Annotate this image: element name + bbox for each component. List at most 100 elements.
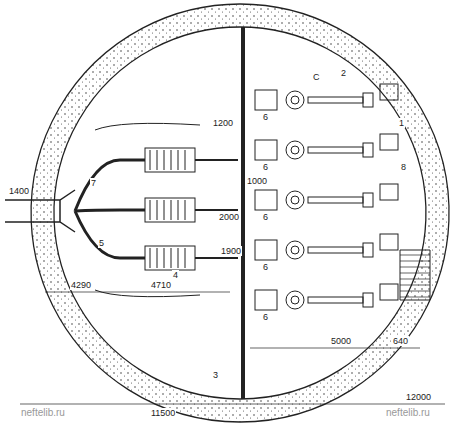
valve (255, 190, 277, 210)
dimension-text: 4290 (70, 280, 92, 290)
pump-ribs (164, 150, 165, 170)
pump-ribs (178, 200, 179, 220)
callout-number: 7 (90, 178, 97, 188)
pump-unit (291, 296, 299, 304)
stair-step (400, 261, 430, 262)
dimension-text: 4710 (150, 280, 172, 290)
pump-ribs (157, 200, 158, 220)
callout-number: 6 (262, 112, 269, 122)
dimension-text: 5000 (330, 336, 352, 346)
motor (363, 93, 373, 107)
motor (363, 193, 373, 207)
valve (255, 90, 277, 110)
panel (380, 184, 398, 200)
pump-ribs (178, 150, 179, 170)
pump-ribs (178, 248, 179, 268)
callout-number: 6 (262, 262, 269, 272)
dimension-text: 640 (392, 336, 409, 346)
pump-unit (145, 246, 195, 270)
callout-number: С (312, 72, 321, 82)
dimension-text: 12000 (405, 392, 432, 402)
inlet-pipe (5, 190, 75, 232)
pump-ribs (150, 200, 151, 220)
pump-unit (286, 291, 304, 309)
stair-step (400, 291, 430, 292)
outline-pipe (95, 123, 200, 296)
callout-number: 6 (262, 162, 269, 172)
stair-step (400, 255, 430, 256)
pump-ribs (171, 248, 172, 268)
motor (363, 243, 373, 257)
stair-step (400, 279, 430, 280)
callout-number: 3 (212, 370, 219, 380)
stair (400, 250, 430, 300)
shaft (308, 97, 363, 103)
motor (363, 293, 373, 307)
shaft (308, 147, 363, 153)
dimension-line (20, 404, 445, 405)
dimension-text: 1400 (8, 186, 30, 196)
valve (255, 140, 277, 160)
callout-number: 1 (398, 118, 405, 128)
pump-ribs (164, 248, 165, 268)
discharge-pipe (195, 209, 238, 211)
pump-ribs (150, 150, 151, 170)
panel (380, 134, 398, 150)
motor (363, 143, 373, 157)
pump-unit (291, 96, 299, 104)
stair-step (400, 273, 430, 274)
panel (380, 234, 398, 250)
callout-number: 8 (400, 162, 407, 172)
callout-number: 6 (262, 212, 269, 222)
pump-unit (145, 148, 195, 172)
pump-ribs (157, 248, 158, 268)
dimension-text: 1900 (220, 246, 242, 256)
pump-ribs (185, 150, 186, 170)
dimension-line (250, 348, 420, 349)
suction-pipe (75, 210, 145, 211)
pump-ribs (185, 200, 186, 220)
callout-number: 6 (262, 312, 269, 322)
watermark: neftelib.ru (385, 408, 431, 418)
discharge-pipe (195, 159, 238, 161)
valve (255, 290, 277, 310)
pump-unit (291, 246, 299, 254)
pump-ribs (150, 248, 151, 268)
callout-number: 4 (172, 270, 179, 280)
pump-ribs (157, 150, 158, 170)
dimension-line (45, 292, 230, 293)
dimension-text: 1200 (212, 118, 234, 128)
callout-number: 5 (98, 238, 105, 248)
pump-ribs (185, 248, 186, 268)
callout-number: 2 (340, 68, 347, 78)
pump-unit (286, 241, 304, 259)
dimension-text: 2000 (218, 212, 240, 222)
pump-unit (286, 191, 304, 209)
pump-ribs (171, 200, 172, 220)
pump-unit (286, 141, 304, 159)
concrete-ring (31, 4, 449, 422)
pump-ribs (164, 200, 165, 220)
shaft (308, 247, 363, 253)
partition-wall (241, 27, 245, 399)
pump-ribs (171, 150, 172, 170)
suction-pipe (75, 211, 145, 258)
stair-step (400, 267, 430, 268)
pump-unit (286, 91, 304, 109)
panel (380, 284, 398, 300)
watermark: neftelib.ru (20, 408, 66, 418)
valve (255, 240, 277, 260)
pump-unit (145, 198, 195, 222)
pump-unit (291, 196, 299, 204)
dimension-text: 11500 (150, 408, 176, 418)
suction-pipe (75, 160, 145, 211)
dimension-text: 1000 (246, 176, 268, 186)
discharge-pipe (195, 257, 238, 259)
panel (380, 84, 398, 100)
shaft (308, 297, 363, 303)
stair-step (400, 285, 430, 286)
pump-unit (291, 146, 299, 154)
stair-step (400, 297, 430, 298)
shaft (308, 197, 363, 203)
